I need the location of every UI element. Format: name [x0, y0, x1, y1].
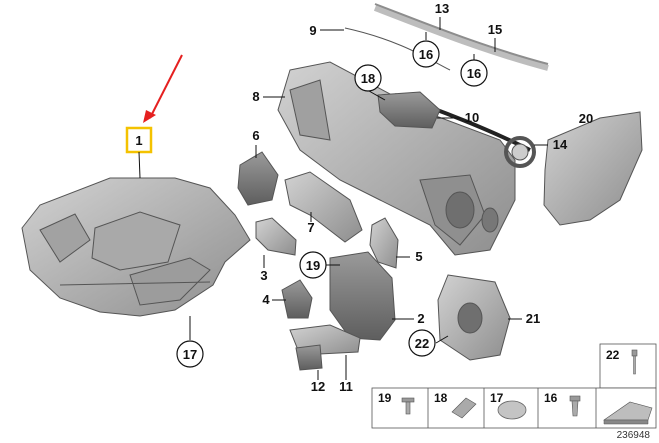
red-arrowhead-icon: [143, 110, 156, 123]
callout-22-group: 22: [408, 329, 449, 357]
callout-8-group: 8: [252, 89, 285, 104]
legend-label-17: 17: [490, 391, 504, 405]
callout-11-group: 11: [339, 355, 353, 394]
part-9-seal-strip: [344, 27, 451, 71]
callout-13: 13: [435, 1, 449, 16]
callout-7-group: 7: [307, 212, 315, 235]
callout-2: 2: [417, 311, 424, 326]
expanding-rivet-icon: [569, 395, 581, 417]
plug-cap-icon: [497, 400, 527, 420]
callout-7: 7: [307, 220, 314, 235]
callout-16a: 16: [419, 47, 433, 62]
callout-5-group: 5: [396, 249, 423, 264]
callout-3: 3: [260, 268, 267, 283]
callout-6-group: 6: [252, 128, 260, 158]
fastener-legend: 22 19 18 17 16: [371, 343, 657, 429]
callout-14-group: 14: [534, 137, 568, 152]
part-20-side-panel: [543, 111, 643, 226]
red-arrow-icon: [149, 54, 183, 119]
callout-4: 4: [262, 292, 270, 307]
part-13-seal-strip: [374, 3, 549, 65]
callout-10-group: 10: [437, 110, 479, 125]
callout-16b-group: 16: [460, 54, 488, 87]
part-8-bulkhead: [277, 61, 516, 256]
part-15-seal-strip: [373, 5, 549, 71]
callout-21-group: 21: [508, 311, 540, 326]
callout-15-group: 15: [488, 22, 502, 52]
clip-plate-icon: [451, 397, 477, 419]
part-4-bracket: [281, 279, 313, 319]
callout-3-group: 3: [260, 255, 268, 283]
callout-13-group: 13: [435, 1, 449, 30]
callout-19: 19: [306, 258, 320, 273]
wedge-pad-icon: [603, 401, 653, 425]
callout-8: 8: [252, 89, 259, 104]
legend-label-22: 22: [606, 348, 620, 362]
part-12-clip: [295, 344, 323, 371]
callout-22: 22: [415, 336, 429, 351]
part-18-insulation-block: [377, 91, 441, 129]
rivet-icon: [631, 349, 638, 375]
callout-20: 20: [579, 111, 593, 126]
callout-15: 15: [488, 22, 502, 37]
callout-18: 18: [361, 71, 375, 86]
part-6-bracket: [237, 151, 279, 206]
callout-4-group: 4: [262, 292, 286, 307]
callout-9: 9: [309, 23, 316, 38]
callout-9-group: 9: [309, 23, 344, 38]
legend-label-16: 16: [544, 391, 558, 405]
part-1-insulation-mat: [21, 177, 251, 317]
part-2-insulation-pad: [329, 251, 396, 341]
legend-label-19: 19: [378, 391, 392, 405]
legend-label-18: 18: [434, 391, 448, 405]
callout-17-group: 17: [176, 316, 204, 368]
callout-12-group: 12: [311, 370, 325, 394]
callout-6: 6: [252, 128, 259, 143]
callout-1: 1: [135, 133, 142, 148]
document-number: 236948: [617, 430, 651, 441]
screw-icon: [401, 397, 415, 415]
callout-11: 11: [339, 379, 353, 394]
callout-14: 14: [553, 137, 568, 152]
highlight-callout-1: 1: [125, 54, 183, 179]
callout-17: 17: [183, 347, 197, 362]
part-7-bracket: [284, 171, 363, 243]
callout-16b: 16: [467, 66, 481, 81]
callout-5: 5: [415, 249, 422, 264]
callout-12: 12: [311, 379, 325, 394]
part-3-bracket: [255, 217, 297, 256]
callout-20-group: 20: [579, 111, 593, 126]
part-5-bracket: [369, 217, 399, 269]
callout-18-group: 18: [354, 64, 386, 101]
callout-2-group: 2: [392, 311, 425, 326]
callout-21: 21: [526, 311, 540, 326]
callout-16a-group: 16: [412, 32, 440, 68]
callout-19-group: 19: [299, 251, 340, 279]
callout-10: 10: [465, 110, 479, 125]
part-14-grommet: [504, 136, 536, 168]
